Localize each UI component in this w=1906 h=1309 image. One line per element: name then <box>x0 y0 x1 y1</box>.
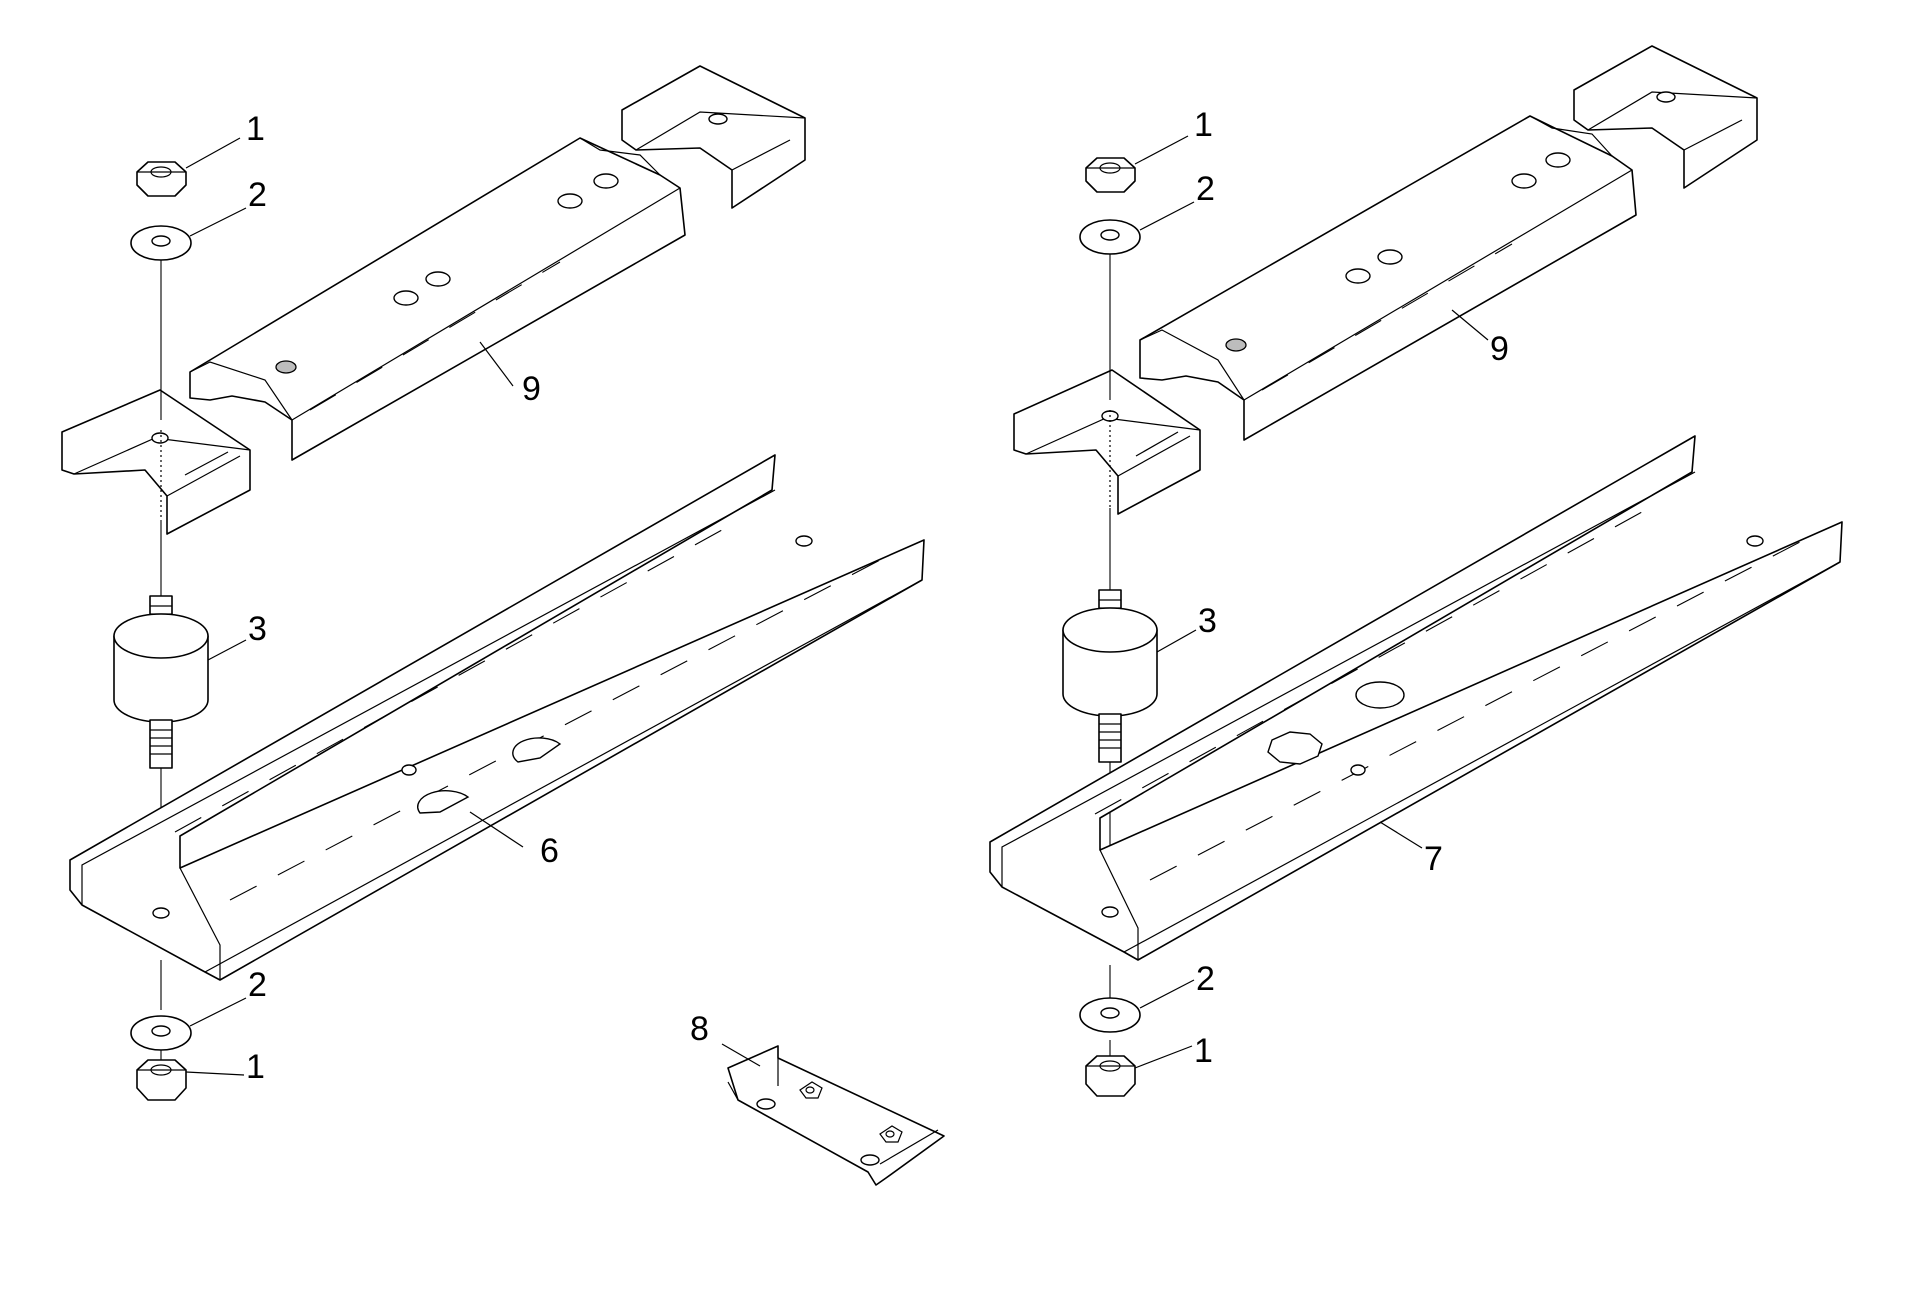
plate-8: 8 <box>690 1010 945 1186</box>
right-nut-bottom <box>1085 1055 1136 1097</box>
left-callout-bracket: 9 <box>522 370 541 408</box>
right-bracket-9 <box>1013 45 1758 515</box>
right-callout-washer-top: 2 <box>1196 170 1215 208</box>
right-rail-7 <box>989 435 1843 961</box>
right-callout-mount: 3 <box>1198 602 1217 640</box>
left-assembly: 1 2 3 9 6 2 1 <box>61 65 925 1101</box>
left-rail-6 <box>69 454 925 981</box>
left-callout-nut-bottom: 1 <box>246 1048 265 1086</box>
left-callout-mount: 3 <box>248 610 267 648</box>
right-callout-bracket: 9 <box>1490 330 1509 368</box>
right-mount-3 <box>1062 589 1158 763</box>
left-callout-washer-top: 2 <box>248 176 267 214</box>
right-washer-bottom <box>1079 997 1141 1033</box>
right-nut-top <box>1085 157 1136 193</box>
right-assembly: 1 2 3 9 7 2 1 <box>989 45 1843 1097</box>
left-callout-rail: 6 <box>540 832 559 870</box>
right-callout-nut-bottom: 1 <box>1194 1032 1213 1070</box>
left-mount-3 <box>113 595 209 769</box>
right-callout-washer-bottom: 2 <box>1196 960 1215 998</box>
left-callout-nut-top: 1 <box>246 110 265 148</box>
left-nut-bottom <box>136 1059 187 1101</box>
left-washer-bottom <box>130 1015 192 1051</box>
left-nut-top <box>136 161 187 197</box>
right-callout-rail: 7 <box>1424 840 1443 878</box>
left-washer-top <box>130 225 192 261</box>
right-washer-top <box>1079 219 1141 255</box>
left-callout-washer-bottom: 2 <box>248 966 267 1004</box>
left-bracket-9 <box>61 65 806 535</box>
right-callout-nut-top: 1 <box>1194 106 1213 144</box>
plate-callout: 8 <box>690 1010 709 1048</box>
